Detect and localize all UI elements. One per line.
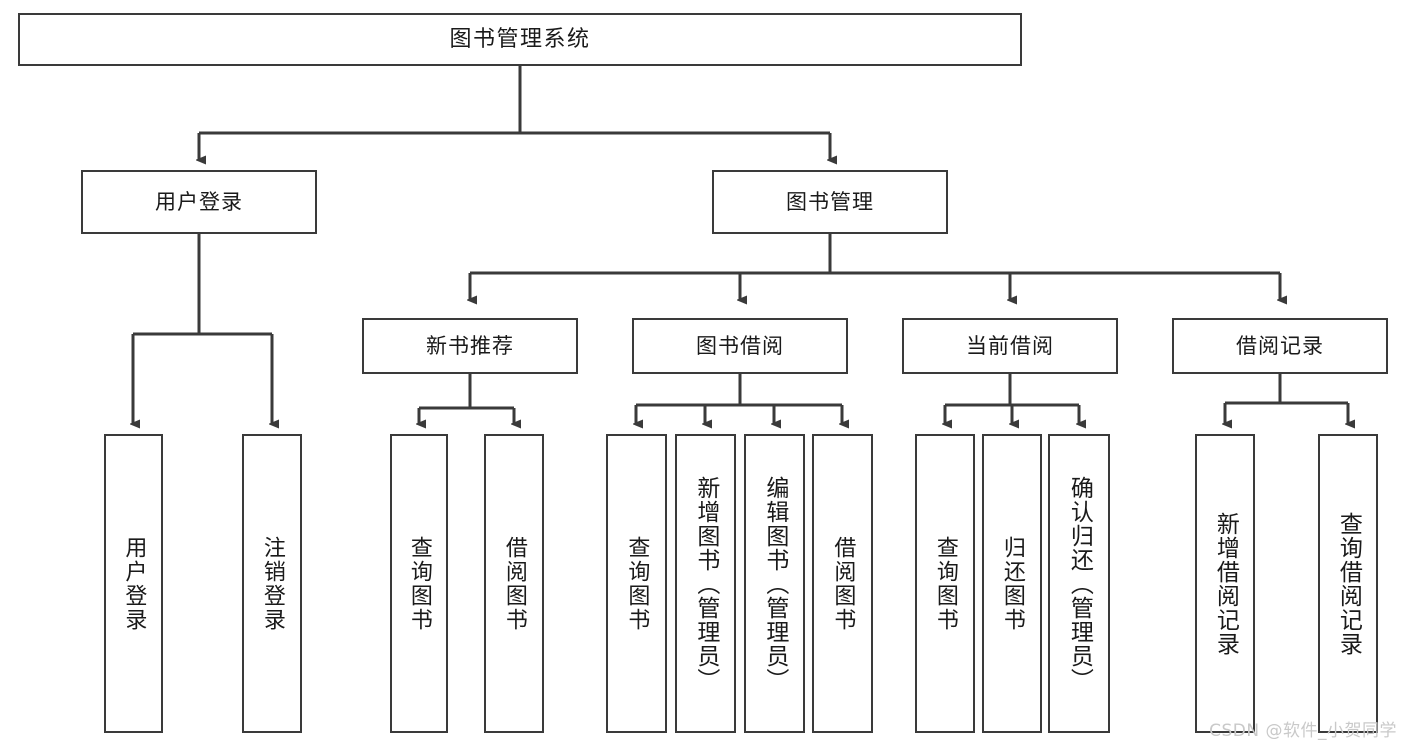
leaf-current-confirm-return[interactable]: 确认归还（管理员） (1048, 434, 1110, 733)
leaf-borrow-edit-book[interactable]: 编辑图书（管理员） (744, 434, 805, 733)
node-label: 归还图书 (999, 535, 1025, 632)
node-label: 查询图书 (406, 535, 432, 632)
leaf-borrow-add-book[interactable]: 新增图书（管理员） (675, 434, 736, 733)
node-label: 查询图书 (932, 535, 958, 632)
node-label: 新书推荐 (426, 333, 514, 358)
node-root-system[interactable]: 图书管理系统 (18, 13, 1022, 66)
node-label: 图书借阅 (696, 333, 784, 358)
node-new-book-recommend[interactable]: 新书推荐 (362, 318, 578, 374)
node-label: 借阅图书 (501, 535, 527, 632)
node-label: 用户登录 (155, 189, 243, 214)
node-label: 借阅记录 (1236, 333, 1324, 358)
leaf-record-query[interactable]: 查询借阅记录 (1318, 434, 1378, 733)
node-label: 当前借阅 (966, 333, 1054, 358)
leaf-current-query-book[interactable]: 查询图书 (915, 434, 975, 733)
node-label: 用户登录 (121, 535, 147, 632)
node-book-borrow[interactable]: 图书借阅 (632, 318, 848, 374)
node-label: 确认归还（管理员） (1066, 475, 1093, 692)
node-label: 图书管理 (786, 189, 874, 214)
node-current-borrow[interactable]: 当前借阅 (902, 318, 1118, 374)
node-label: 注销登录 (259, 535, 285, 632)
node-label: 新增借阅记录 (1212, 511, 1239, 656)
node-book-management[interactable]: 图书管理 (712, 170, 948, 234)
node-label: 查询借阅记录 (1335, 511, 1362, 656)
node-label: 图书管理系统 (449, 26, 591, 52)
leaf-user-logout[interactable]: 注销登录 (242, 434, 302, 733)
node-label: 借阅图书 (830, 535, 856, 632)
leaf-user-login[interactable]: 用户登录 (104, 434, 163, 733)
node-label: 新增图书（管理员） (692, 475, 719, 692)
node-label: 编辑图书（管理员） (761, 475, 788, 692)
node-user-login[interactable]: 用户登录 (81, 170, 317, 234)
leaf-current-return-book[interactable]: 归还图书 (982, 434, 1042, 733)
node-label: 查询图书 (624, 535, 650, 632)
leaf-new-book-borrow[interactable]: 借阅图书 (484, 434, 544, 733)
leaf-borrow-query-book[interactable]: 查询图书 (606, 434, 667, 733)
watermark: CSDN @软件_小贺同学 (1209, 721, 1397, 741)
node-borrow-record[interactable]: 借阅记录 (1172, 318, 1388, 374)
leaf-record-add[interactable]: 新增借阅记录 (1195, 434, 1255, 733)
leaf-new-book-query[interactable]: 查询图书 (390, 434, 448, 733)
leaf-borrow-borrow-book[interactable]: 借阅图书 (812, 434, 873, 733)
